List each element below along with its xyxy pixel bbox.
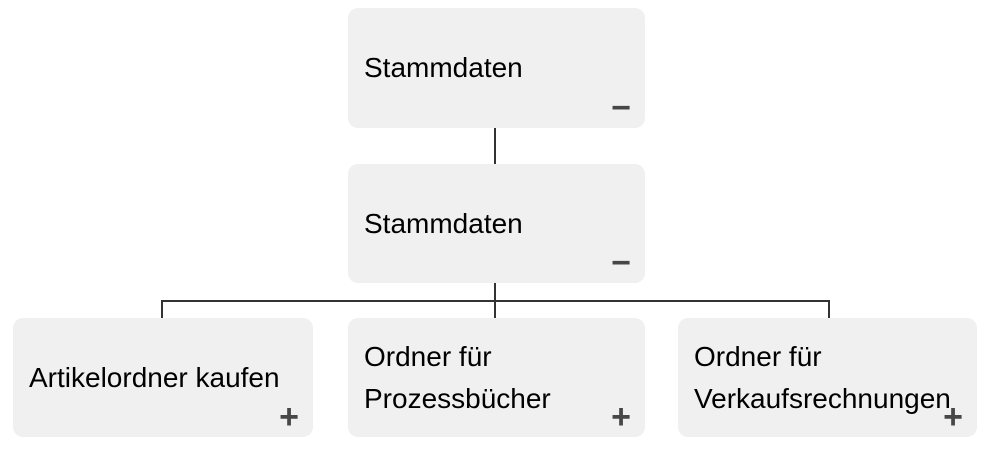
node-label: Stammdaten [364,207,523,239]
tree-node-artikelordner-kaufen[interactable]: Artikelordner kaufen + [13,318,313,437]
node-label: Artikelordner kaufen [29,361,280,393]
expand-toggle-icon[interactable]: + [279,398,299,436]
connector-children-bus [161,300,830,302]
node-label: Stammdaten [364,52,523,83]
expand-toggle-icon[interactable]: + [943,398,963,436]
connector-drop-right-child [828,300,830,318]
tree-node-ordner-fuer-prozessbuecher[interactable]: Ordner für Prozessbücher + [348,318,645,437]
connector-drop-left-child [161,300,163,318]
node-label: Ordner für Verkaufsrechnungen [694,340,951,414]
collapse-toggle-icon[interactable]: − [611,89,631,127]
tree-node-stammdaten-mid[interactable]: Stammdaten − [348,164,645,283]
connector-root-to-mid [494,128,496,164]
node-label: Ordner für Prozessbücher [364,340,551,414]
tree-node-ordner-fuer-verkaufsrechnungen[interactable]: Ordner für Verkaufsrechnungen + [678,318,977,437]
tree-node-stammdaten-root[interactable]: Stammdaten − [348,8,645,128]
expand-toggle-icon[interactable]: + [611,398,631,436]
collapse-toggle-icon[interactable]: − [611,244,631,282]
